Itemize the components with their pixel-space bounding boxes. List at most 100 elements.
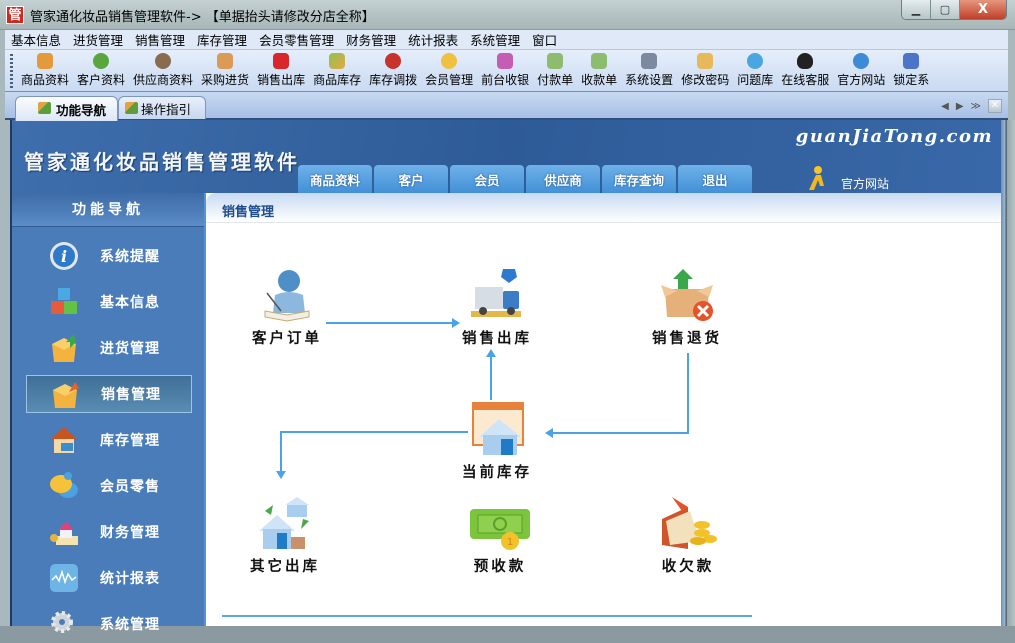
member-icon [441, 53, 458, 69]
tool-supplier[interactable]: 供应商资料 [129, 51, 197, 91]
official-site-link[interactable]: 官方网站 [807, 165, 889, 192]
tab-next-icon[interactable]: ▶ [955, 100, 964, 112]
box-in-icon [52, 334, 76, 362]
banner-tab-member[interactable]: 会员 [450, 165, 524, 193]
tool-official-site[interactable]: 官方网站 [833, 51, 889, 91]
svg-text:1: 1 [507, 537, 513, 548]
node-other-out[interactable]: 其它出库 [250, 495, 320, 576]
menu-inventory[interactable]: 库存管理 [197, 33, 248, 48]
banner-tabs: 商品资料 客户 会员 供应商 库存查询 退出 [298, 165, 752, 193]
tab-more-icon[interactable]: ≫ [970, 100, 981, 112]
menu-member-retail[interactable]: 会员零售管理 [259, 33, 335, 48]
node-prepayment[interactable]: 1 预收款 [470, 507, 530, 576]
sidebar-item-purchase[interactable]: 进货管理 [26, 329, 192, 367]
node-sales-out[interactable]: 销售出库 [462, 267, 532, 348]
close-button[interactable]: X [960, 0, 1006, 19]
tool-lock-system[interactable]: 锁定系 [889, 51, 933, 91]
help-cloud-icon [747, 53, 764, 69]
tab-label: 操作指引 [141, 101, 192, 117]
runner-icon [809, 165, 824, 190]
node-customer-order[interactable]: 客户订单 [252, 267, 322, 348]
flow-arrow [490, 355, 492, 400]
tool-payment[interactable]: 付款单 [533, 51, 577, 91]
node-collect-debt[interactable]: 收欠款 [658, 495, 718, 576]
tool-sales-out[interactable]: 销售出库 [253, 51, 309, 91]
banner-tab-goods[interactable]: 商品资料 [298, 165, 372, 193]
key-icon [697, 53, 714, 69]
panel-header: 销售管理 [206, 193, 1001, 223]
sidebar-item-inventory[interactable]: 库存管理 [26, 421, 192, 459]
box-out-icon [53, 382, 79, 408]
window-right-frame [1001, 120, 1015, 626]
content-area: 管家通化妆品销售管理软件 guanJiaTong.com 商品资料 客户 会员 … [10, 120, 1001, 633]
tool-settings[interactable]: 系统设置 [621, 51, 677, 91]
receipt-icon [591, 53, 608, 69]
tab-close-button[interactable]: ✕ [988, 99, 1002, 113]
menu-finance[interactable]: 财务管理 [346, 33, 397, 48]
goods-icon [37, 53, 53, 69]
banner-tab-customer[interactable]: 客户 [374, 165, 448, 193]
truck-icon [471, 269, 521, 317]
sidebar-item-basic-info[interactable]: 基本信息 [26, 283, 192, 321]
truck-icon [217, 53, 234, 69]
sidebar-item-system[interactable]: 系统管理 [26, 605, 192, 643]
tab-operation-guide[interactable]: 操作指引 [118, 96, 206, 119]
node-current-stock[interactable]: 当前库存 [462, 401, 532, 482]
house-icon [50, 427, 78, 453]
sidebar-item-reports[interactable]: 统计报表 [26, 559, 192, 597]
sidebar-title: 功能导航 [12, 193, 204, 227]
sidebar-item-member-retail[interactable]: 会员零售 [26, 467, 192, 505]
menu-window[interactable]: 窗口 [532, 33, 558, 48]
title-bar: 管 管家通化妆品销售管理软件-> 【单据抬头请修改分店全称】 ▁ ▢ X [0, 0, 1015, 30]
window-controls: ▁ ▢ X [901, 0, 1007, 20]
sidebar-item-system-reminder[interactable]: i 系统提醒 [26, 237, 192, 275]
customer-order-icon [264, 270, 310, 322]
cash-coin-icon: 1 [470, 509, 530, 550]
window-title: 管家通化妆品销售管理软件-> 【单据抬头请修改分店全称】 [30, 10, 375, 25]
toolbar-grip[interactable] [10, 54, 13, 88]
menu-system[interactable]: 系统管理 [470, 33, 521, 48]
chat-bubble-icon [50, 472, 78, 498]
node-sales-return[interactable]: 销售退货 [652, 267, 722, 348]
wallet-coins-icon [662, 497, 717, 549]
tool-change-password[interactable]: 修改密码 [677, 51, 733, 91]
menu-basic-info[interactable]: 基本信息 [11, 33, 62, 48]
sidebar-item-sales[interactable]: 销售管理 [26, 375, 192, 413]
brand-logo: guanJiaTong.com [795, 126, 993, 147]
tool-faq[interactable]: 问题库 [733, 51, 777, 91]
menu-sales[interactable]: 销售管理 [135, 33, 186, 48]
tab-prev-icon[interactable]: ◀ [941, 100, 949, 112]
banner-tab-exit[interactable]: 退出 [678, 165, 752, 193]
maximize-button[interactable]: ▢ [931, 0, 960, 19]
tool-member[interactable]: 会员管理 [421, 51, 477, 91]
tool-customer[interactable]: 客户资料 [73, 51, 129, 91]
flow-arrow [551, 432, 689, 434]
tool-receipt[interactable]: 收款单 [577, 51, 621, 91]
minimize-button[interactable]: ▁ [902, 0, 931, 19]
tool-cashier[interactable]: 前台收银 [477, 51, 533, 91]
tab-label: 功能导航 [56, 102, 107, 118]
flow-arrow [280, 431, 282, 473]
houses-exchange-icon [259, 497, 309, 549]
gear-icon [51, 611, 73, 633]
banner-tab-supplier[interactable]: 供应商 [526, 165, 600, 193]
tool-stock[interactable]: 商品库存 [309, 51, 365, 91]
tool-transfer[interactable]: 库存调拨 [365, 51, 421, 91]
banner-tab-stock-query[interactable]: 库存查询 [602, 165, 676, 193]
tool-goods[interactable]: 商品资料 [17, 51, 73, 91]
stock-house-icon [472, 402, 524, 455]
toolbar: 商品资料 客户资料 供应商资料 采购进货 销售出库 商品库存 库存调拨 会员管理… [5, 50, 1008, 92]
tool-online-service[interactable]: 在线客服 [777, 51, 833, 91]
arrow-head-icon [276, 471, 286, 479]
qq-icon [797, 53, 814, 69]
menu-purchase[interactable]: 进货管理 [73, 33, 124, 48]
tab-controls: ◀ ▶ ≫ ✕ [941, 99, 1002, 113]
info-icon: i [50, 242, 78, 270]
tab-function-nav[interactable]: 功能导航 [15, 96, 118, 121]
menu-reports[interactable]: 统计报表 [408, 33, 459, 48]
banner: 管家通化妆品销售管理软件 guanJiaTong.com 商品资料 客户 会员 … [12, 120, 1001, 193]
lock-icon [903, 53, 920, 69]
tool-purchase[interactable]: 采购进货 [197, 51, 253, 91]
sidebar-item-finance[interactable]: 财务管理 [26, 513, 192, 551]
